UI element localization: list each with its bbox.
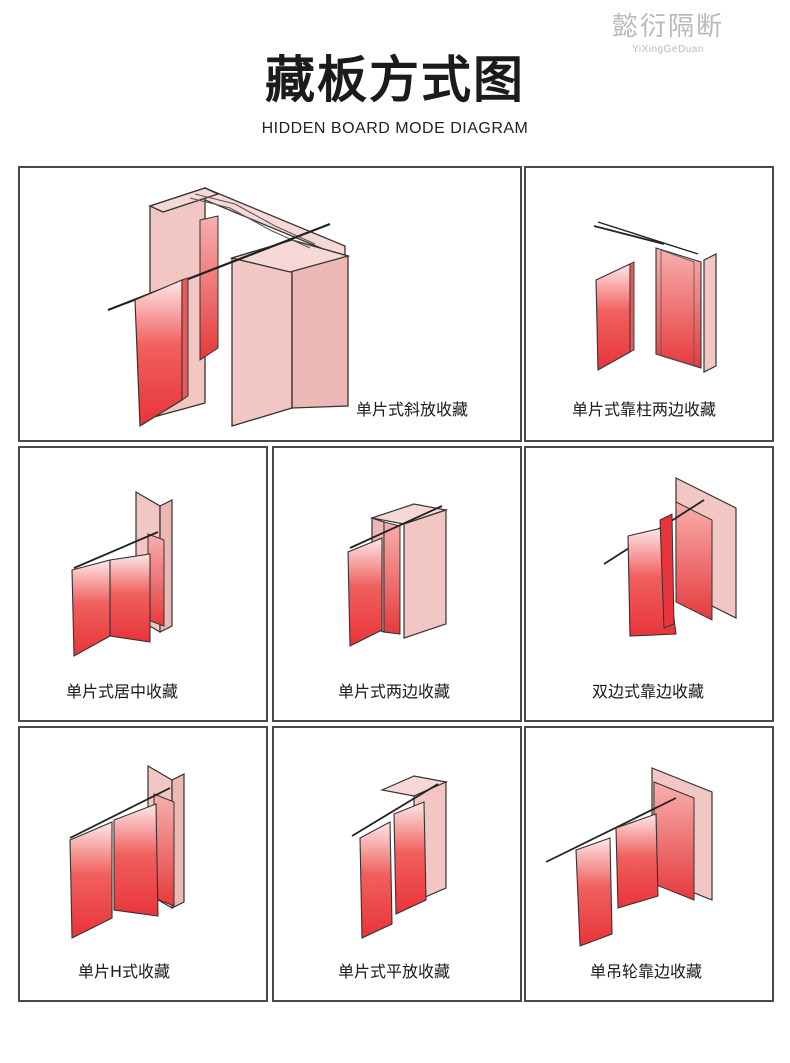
page-subtitle: HIDDEN BOARD MODE DIAGRAM bbox=[261, 120, 529, 137]
brand-logo-cn: 懿衍隔断 bbox=[611, 12, 724, 42]
column-two-side-storage-diagram bbox=[593, 221, 717, 373]
flat-storage-diagram bbox=[351, 775, 449, 939]
panel-caption: 单片式两边收藏 bbox=[338, 682, 451, 701]
brand-logo-en: YiXingGeDuan bbox=[632, 44, 704, 55]
page-title: 藏板方式图 bbox=[265, 51, 525, 109]
panel-single-wheel-wall-storage: 单吊轮靠边收藏 bbox=[524, 726, 774, 1002]
panel-caption: 单片H式收藏 bbox=[78, 962, 171, 981]
panel-caption: 单片式居中收藏 bbox=[66, 682, 179, 701]
panel-diagonal-storage: 单片式斜放收藏 bbox=[18, 166, 522, 442]
panel-flat-storage: 单片式平放收藏 bbox=[272, 726, 522, 1002]
center-storage-diagram bbox=[71, 490, 173, 657]
panel-center-storage: 单片式居中收藏 bbox=[18, 446, 268, 722]
panel-caption: 单吊轮靠边收藏 bbox=[590, 962, 703, 981]
brand-logo: 懿衍隔断 YiXingGeDuan bbox=[608, 10, 728, 60]
panel-two-side-storage: 单片式两边收藏 bbox=[272, 446, 522, 722]
panel-double-side-wall-storage: 双边式靠边收藏 bbox=[524, 446, 774, 722]
two-side-storage-diagram bbox=[347, 503, 449, 647]
panel-caption: 单片式靠柱两边收藏 bbox=[572, 400, 717, 419]
panel-column-two-side-storage: 单片式靠柱两边收藏 bbox=[524, 166, 774, 442]
panel-caption: 单片式斜放收藏 bbox=[356, 400, 469, 419]
double-side-wall-storage-diagram bbox=[603, 477, 737, 637]
panel-caption: 双边式靠边收藏 bbox=[592, 682, 705, 701]
panel-h-type-storage: 单片H式收藏 bbox=[18, 726, 268, 1002]
panel-caption: 单片式平放收藏 bbox=[338, 962, 451, 981]
single-wheel-wall-storage-diagram bbox=[545, 767, 713, 947]
diagonal-storage-diagram bbox=[107, 187, 351, 428]
h-type-storage-diagram bbox=[69, 764, 185, 939]
